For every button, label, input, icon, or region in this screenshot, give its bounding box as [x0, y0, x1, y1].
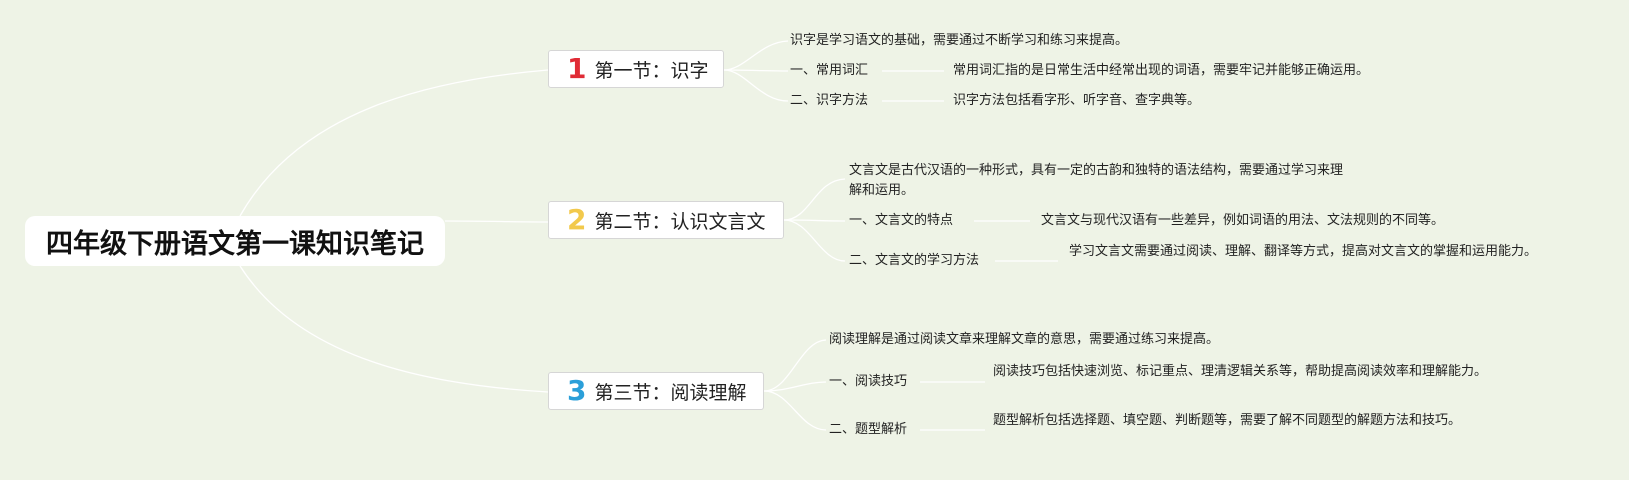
- section-2-node[interactable]: 2 第二节：认识文言文: [548, 201, 784, 239]
- section-1-summary[interactable]: 识字是学习语文的基础，需要通过不断学习和练习来提高。: [790, 33, 1129, 48]
- s3-link-summary: [763, 339, 827, 392]
- section-3-item-2-detail[interactable]: 题型解析包括选择题、填空题、判断题等，需要了解不同题型的解题方法和技巧。: [993, 413, 1462, 428]
- section-3-title: 第三节：阅读理解: [594, 381, 747, 404]
- section-2-item-1-label[interactable]: 一、文言文的特点: [849, 213, 954, 228]
- s2-link-summary: [783, 178, 846, 221]
- section-1-node[interactable]: 1 第一节：识字: [548, 50, 724, 88]
- root-link-2: [444, 220, 549, 223]
- root-title: 四年级下册语文第一课知识笔记: [46, 228, 424, 260]
- section-2-item-2-label[interactable]: 二、文言文的学习方法: [849, 253, 980, 268]
- section-3-item-2-label[interactable]: 二、题型解析: [829, 422, 908, 437]
- s1-link-summary: [723, 40, 789, 71]
- section-2-number: 2: [567, 203, 587, 236]
- section-1-number: 1: [567, 52, 587, 85]
- s2-link-item2: [783, 219, 846, 262]
- s1-link-item2: [723, 69, 789, 102]
- root-topic[interactable]: 四年级下册语文第一课知识笔记: [25, 216, 445, 266]
- section-2-item-1-detail[interactable]: 文言文与现代汉语有一些差异，例如词语的用法、文法规则的不同等。: [1041, 213, 1445, 228]
- section-3-node[interactable]: 3 第三节：阅读理解: [548, 372, 764, 410]
- section-3-number: 3: [567, 374, 587, 407]
- section-2-title: 第二节：认识文言文: [594, 210, 766, 233]
- section-2-summary[interactable]: 文言文是古代汉语的一种形式，具有一定的古韵和独特的语法结构，需要通过学习来理解和…: [849, 163, 1344, 198]
- s3-link-item2: [763, 390, 827, 431]
- section-3-item-1-label[interactable]: 一、阅读技巧: [829, 374, 908, 389]
- s1-link-item1: [723, 69, 789, 72]
- section-1-item-1-detail[interactable]: 常用词汇指的是日常生活中经常出现的词语，需要牢记并能够正确运用。: [953, 63, 1370, 78]
- section-1-item-2-detail[interactable]: 识字方法包括看字形、听字音、查字典等。: [953, 93, 1201, 108]
- root-link-1: [239, 69, 549, 217]
- section-1-title: 第一节：识字: [594, 59, 709, 82]
- section-1-item-2-label[interactable]: 二、识字方法: [790, 93, 869, 108]
- section-1-item-1-label[interactable]: 一、常用词汇: [790, 63, 869, 78]
- section-2-item-2-detail[interactable]: 学习文言文需要通过阅读、理解、翻译等方式，提高对文言文的掌握和运用能力。: [1069, 244, 1538, 259]
- root-link-3: [239, 265, 549, 393]
- section-3-summary[interactable]: 阅读理解是通过阅读文章来理解文章的意思，需要通过练习来提高。: [829, 332, 1220, 347]
- s2-link-item1: [783, 219, 846, 222]
- section-3-item-1-detail[interactable]: 阅读技巧包括快速浏览、标记重点、理清逻辑关系等，帮助提高阅读效率和理解能力。: [993, 364, 1488, 379]
- s3-link-item1: [763, 381, 827, 392]
